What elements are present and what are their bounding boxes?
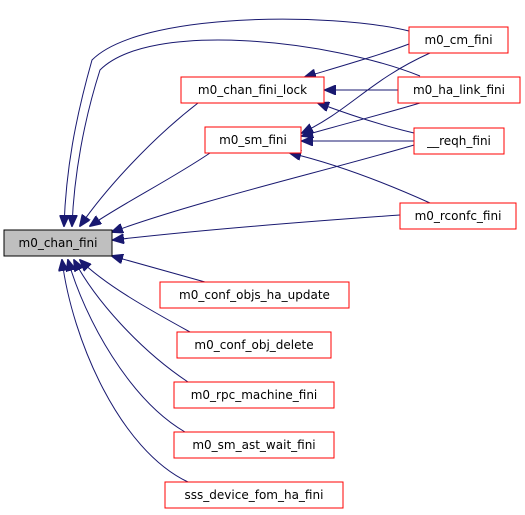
node-label: m0_ha_link_fini [413, 83, 505, 97]
node-m0_cm_fini[interactable]: m0_cm_fini [408, 26, 509, 54]
node-m0_rconfc_fini[interactable]: m0_rconfc_fini [399, 202, 517, 230]
node-box [204, 126, 302, 154]
node-label: m0_chan_fini [19, 236, 98, 250]
node-box [399, 202, 517, 230]
node-label: m0_chan_fini_lock [198, 83, 307, 97]
node-label: m0_conf_obj_delete [194, 338, 313, 352]
node-box [159, 281, 350, 309]
edge-m0_rconfc_fini-to-m0_sm_fini [290, 153, 431, 204]
node-m0_sm_ast_wait_fini[interactable]: m0_sm_ast_wait_fini [173, 431, 335, 459]
node-label: m0_conf_objs_ha_update [179, 288, 330, 302]
edge-m0_ha_link_fini-to-m0_sm_fini [302, 102, 421, 136]
node-box [413, 127, 505, 155]
node-m0_chan_fini[interactable]: m0_chan_fini [3, 229, 113, 257]
node-label: sss_device_fom_ha_fini [185, 488, 324, 502]
edge-m0_sm_fini-to-m0_chan_fini [90, 152, 211, 226]
edge-m0_chan_fini_lock-to-m0_chan_fini [80, 102, 199, 226]
edge-__reqh_fini-to-m0_chan_fini [112, 144, 415, 232]
edge-m0_cm_fini-to-m0_chan_fini_lock [305, 43, 410, 77]
node-label: __reqh_fini [426, 134, 491, 148]
node-box [3, 229, 113, 257]
node-label: m0_rconfc_fini [415, 209, 502, 223]
node-box [164, 481, 344, 509]
edge-m0_conf_objs_ha_update-to-m0_chan_fini [112, 256, 206, 283]
node-label: m0_sm_fini [219, 133, 287, 147]
edge-m0_conf_obj_delete-to-m0_chan_fini [80, 260, 191, 333]
edge-__reqh_fini-to-m0_chan_fini_lock [318, 103, 415, 134]
edge-m0_rconfc_fini-to-m0_chan_fini [113, 214, 401, 240]
node-m0_sm_fini[interactable]: m0_sm_fini [204, 126, 302, 154]
node-m0_conf_objs_ha_update[interactable]: m0_conf_objs_ha_update [159, 281, 350, 309]
node-box [180, 76, 325, 104]
node-label: m0_rpc_machine_fini [191, 388, 318, 402]
edge-m0_cm_fini-to-m0_sm_fini [302, 52, 431, 133]
node-sss_device_fom_ha_fini[interactable]: sss_device_fom_ha_fini [164, 481, 344, 509]
node-box [176, 331, 332, 359]
node-__reqh_fini[interactable]: __reqh_fini [413, 127, 505, 155]
edges [62, 18, 431, 483]
node-m0_chan_fini_lock[interactable]: m0_chan_fini_lock [180, 76, 325, 104]
node-label: m0_cm_fini [424, 33, 492, 47]
node-m0_ha_link_fini[interactable]: m0_ha_link_fini [397, 76, 521, 104]
node-box [397, 76, 521, 104]
edge-m0_ha_link_fini-to-m0_chan_fini [72, 39, 421, 226]
node-box [173, 431, 335, 459]
edge-m0_sm_ast_wait_fini-to-m0_chan_fini [68, 260, 186, 433]
edge-sss_device_fom_ha_fini-to-m0_chan_fini [62, 260, 189, 483]
edge-m0_rpc_machine_fini-to-m0_chan_fini [74, 260, 189, 383]
node-label: m0_sm_ast_wait_fini [192, 438, 315, 452]
node-m0_conf_obj_delete[interactable]: m0_conf_obj_delete [176, 331, 332, 359]
edge-m0_cm_fini-to-m0_chan_fini [64, 18, 410, 226]
node-box [173, 381, 335, 409]
node-box [408, 26, 509, 54]
node-m0_rpc_machine_fini[interactable]: m0_rpc_machine_fini [173, 381, 335, 409]
